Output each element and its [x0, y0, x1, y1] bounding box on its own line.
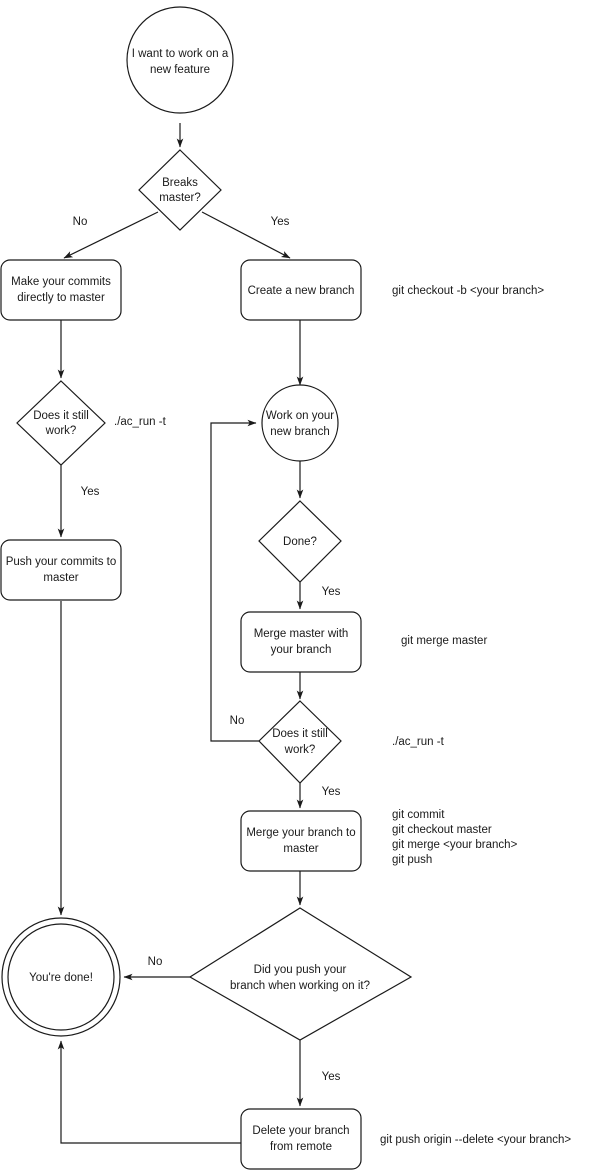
edge-label-test-right-yes: Yes [322, 786, 341, 798]
edge-label-test-left-yes: Yes [81, 486, 100, 498]
node-create-branch-label: Create a new branch [248, 285, 355, 297]
node-push-commits [0, 539, 122, 601]
node-merge-master [240, 611, 362, 673]
annotation-merge-branch-cmd-2: git checkout master [392, 824, 492, 836]
node-make-commits [0, 259, 122, 321]
node-does-it-work-left-label-line1: Does it still [33, 410, 89, 422]
node-does-it-work-right-label-line1: Does it still [272, 728, 328, 740]
node-create-branch [240, 259, 362, 321]
annotation-test-right-cmd: ./ac_run -t [392, 736, 445, 748]
annotation-merge-branch-cmd-3: git merge <your branch> [392, 839, 518, 851]
edge-label-done-yes: Yes [322, 586, 341, 598]
edge-label-breaks-yes: Yes [271, 216, 290, 228]
node-done-question-label: Done? [283, 536, 317, 548]
node-did-you-push [188, 907, 413, 1041]
annotation-merge-master-cmd: git merge master [401, 635, 487, 647]
node-delete-branch-label-line1: Delete your branch [252, 1125, 349, 1137]
node-merge-master-label-line2: your branch [271, 644, 332, 656]
annotation-merge-branch-cmd-4: git push [392, 854, 432, 866]
edge-label-test-right-no: No [230, 715, 245, 727]
node-end-inner-ring [7, 923, 115, 1031]
node-end-label: You're done! [29, 972, 93, 984]
node-start-label-line2: new feature [150, 64, 210, 76]
edge-deletebranch-to-end [57, 1040, 241, 1144]
node-merge-branch-label-line1: Merge your branch to [246, 827, 355, 839]
edge-breaks-yes [201, 211, 291, 259]
node-make-commits-label-line1: Make your commits [11, 276, 111, 288]
node-push-commits-label-line1: Push your commits to [6, 556, 117, 568]
node-merge-branch-label-line2: master [283, 843, 318, 855]
node-does-it-work-left-label-line2: work? [45, 425, 77, 437]
edge-breaks-no [63, 211, 159, 259]
node-does-it-work-right [258, 700, 342, 784]
node-work-on-branch [261, 384, 339, 462]
node-make-commits-label-line2: directly to master [17, 292, 105, 304]
edge-label-breaks-no: No [73, 216, 88, 228]
node-does-it-work-left [16, 380, 106, 466]
edge-label-didpush-yes: Yes [322, 1071, 341, 1083]
node-push-commits-label-line2: master [43, 572, 78, 584]
node-work-on-branch-label-line2: new branch [270, 426, 329, 438]
node-delete-branch-label-line2: from remote [270, 1141, 332, 1153]
node-delete-branch [240, 1108, 362, 1170]
edge-test-right-no-loop [210, 419, 260, 742]
node-breaks-master-label-line2: master? [159, 192, 201, 204]
node-did-you-push-label-line2: branch when working on it? [230, 980, 370, 992]
node-did-you-push-label-line1: Did you push your [254, 964, 347, 976]
annotation-test-left-cmd: ./ac_run -t [114, 416, 167, 428]
node-breaks-master [138, 149, 222, 231]
annotation-create-branch-cmd: git checkout -b <your branch> [392, 285, 544, 297]
edge-label-didpush-no: No [148, 956, 163, 968]
node-work-on-branch-label-line1: Work on your [266, 410, 334, 422]
node-does-it-work-right-label-line2: work? [284, 744, 316, 756]
node-start [126, 6, 234, 114]
annotation-merge-branch-cmd-1: git commit [392, 809, 445, 821]
node-start-label-line1: I want to work on a [132, 48, 229, 60]
annotation-delete-branch-cmd: git push origin --delete <your branch> [380, 1134, 571, 1146]
node-done-question [258, 500, 342, 583]
node-merge-branch [240, 810, 362, 872]
node-merge-master-label-line1: Merge master with [254, 628, 349, 640]
node-breaks-master-label-line1: Breaks [162, 177, 198, 189]
